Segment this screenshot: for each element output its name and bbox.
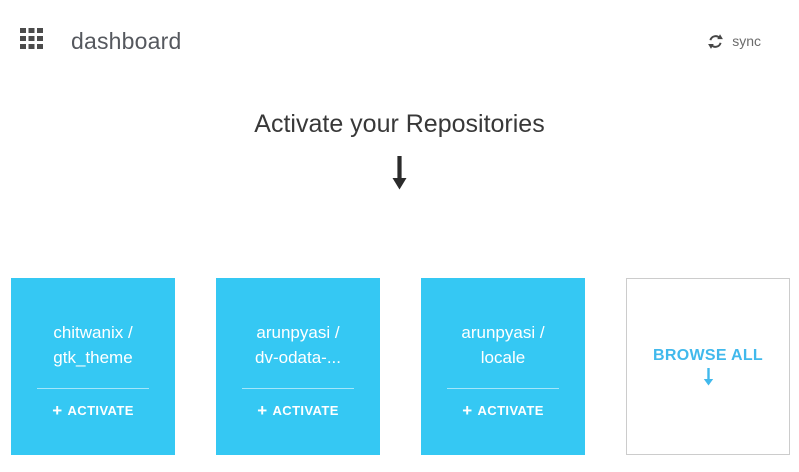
repo-name: arunpyasi / locale xyxy=(421,320,585,370)
top-bar: dashboard sync xyxy=(0,0,799,64)
hero-section: Activate your Repositories xyxy=(0,110,799,190)
activate-label: ACTIVATE xyxy=(477,403,544,418)
down-arrow-icon xyxy=(0,156,799,190)
repo-name: arunpyasi / dv-odata-... xyxy=(216,320,380,370)
repo-title: dv-odata-... xyxy=(255,348,341,367)
repo-card: arunpyasi / locale + ACTIVATE xyxy=(421,278,585,455)
plus-icon: + xyxy=(257,401,268,420)
repo-title: locale xyxy=(480,348,526,367)
repository-cards-row: chitwanix / gtk_theme + ACTIVATE arunpya… xyxy=(11,278,790,455)
hero-heading: Activate your Repositories xyxy=(254,110,545,138)
repo-owner: arunpyasi / xyxy=(461,323,545,342)
repo-card: arunpyasi / dv-odata-... + ACTIVATE xyxy=(216,278,380,455)
repo-owner: chitwanix / xyxy=(53,323,133,342)
sync-button[interactable]: sync xyxy=(708,33,761,49)
card-divider xyxy=(447,388,559,389)
refresh-icon xyxy=(708,33,724,49)
activate-label: ACTIVATE xyxy=(67,403,134,418)
repo-card: chitwanix / gtk_theme + ACTIVATE xyxy=(11,278,175,455)
plus-icon: + xyxy=(462,401,473,420)
browse-all-card[interactable]: BROWSE ALL xyxy=(626,278,790,455)
page-title: dashboard xyxy=(71,27,182,54)
plus-icon: + xyxy=(52,401,63,420)
activate-button[interactable]: + ACTIVATE xyxy=(421,401,585,420)
browse-all-label: BROWSE ALL xyxy=(653,347,763,364)
grid-menu-icon[interactable] xyxy=(20,28,43,54)
repo-title: gtk_theme xyxy=(53,348,133,367)
card-divider xyxy=(242,388,354,389)
sync-label: sync xyxy=(732,33,761,49)
top-bar-left: dashboard xyxy=(20,28,182,55)
activate-button[interactable]: + ACTIVATE xyxy=(11,401,175,420)
activate-label: ACTIVATE xyxy=(272,403,339,418)
activate-button[interactable]: + ACTIVATE xyxy=(216,401,380,420)
repo-owner: arunpyasi / xyxy=(256,323,340,342)
repo-name: chitwanix / gtk_theme xyxy=(11,320,175,370)
card-divider xyxy=(37,388,149,389)
down-arrow-icon xyxy=(703,368,714,386)
